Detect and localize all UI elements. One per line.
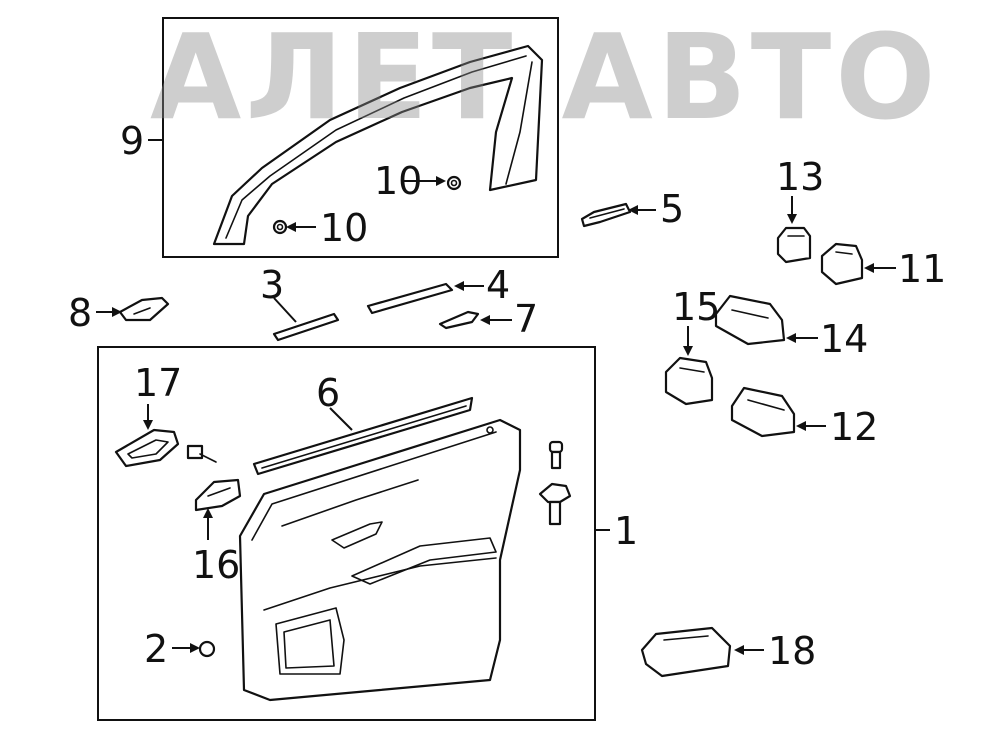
part-bolt[interactable] bbox=[186, 444, 217, 463]
leader-lines bbox=[96, 139, 896, 655]
part-clip-upper[interactable] bbox=[446, 175, 462, 191]
callout-6: 6 bbox=[316, 371, 340, 415]
callout-12: 12 bbox=[830, 405, 878, 449]
part-inner-handle-bezel[interactable] bbox=[114, 428, 180, 468]
callout-13: 13 bbox=[776, 155, 824, 199]
callout-8: 8 bbox=[68, 291, 92, 335]
callout-labels: 9 10 10 5 3 4 7 8 6 17 16 2 1 13 11 15 1… bbox=[68, 119, 946, 673]
callout-14: 14 bbox=[820, 317, 868, 361]
callout-17: 17 bbox=[134, 361, 182, 405]
callout-10b: 10 bbox=[320, 206, 368, 250]
callout-4: 4 bbox=[486, 263, 510, 307]
callout-5: 5 bbox=[660, 187, 684, 231]
part-switch-bezel[interactable] bbox=[714, 294, 786, 346]
part-switch-15[interactable] bbox=[664, 356, 714, 406]
part-door-trim-panel[interactable] bbox=[238, 418, 522, 702]
callout-11: 11 bbox=[898, 247, 946, 291]
callout-2: 2 bbox=[144, 627, 168, 671]
callout-10a: 10 bbox=[374, 159, 422, 203]
part-small-bracket[interactable] bbox=[580, 202, 632, 228]
callout-3: 3 bbox=[260, 263, 284, 307]
part-small-switch[interactable] bbox=[776, 226, 812, 264]
callout-16: 16 bbox=[192, 543, 240, 587]
part-window-frame-moulding[interactable] bbox=[212, 44, 544, 246]
part-clip-lower[interactable] bbox=[272, 219, 288, 235]
part-master-switch[interactable] bbox=[730, 386, 796, 438]
callout-15: 15 bbox=[672, 285, 720, 329]
part-belt-moulding[interactable] bbox=[366, 282, 454, 315]
part-clip-2[interactable] bbox=[198, 640, 216, 658]
part-trim-piece[interactable] bbox=[438, 310, 480, 330]
part-courtesy-lamp[interactable] bbox=[640, 626, 732, 678]
part-short-moulding[interactable] bbox=[272, 312, 340, 342]
callout-18: 18 bbox=[768, 629, 816, 673]
group-box-door-trim bbox=[97, 346, 596, 721]
callout-7: 7 bbox=[514, 297, 538, 341]
group-box-window-frame bbox=[162, 17, 559, 258]
watermark-logo: АЛЕТ АВТО bbox=[150, 8, 940, 146]
callout-1: 1 bbox=[614, 509, 638, 553]
part-handle-bracket[interactable] bbox=[194, 478, 242, 512]
part-retainer[interactable] bbox=[538, 482, 572, 526]
part-switch-11[interactable] bbox=[820, 242, 864, 286]
part-inner-weatherstrip[interactable] bbox=[252, 396, 474, 476]
part-corner-cover[interactable] bbox=[118, 296, 170, 322]
callout-9: 9 bbox=[120, 119, 144, 163]
part-push-pin[interactable] bbox=[548, 440, 564, 470]
